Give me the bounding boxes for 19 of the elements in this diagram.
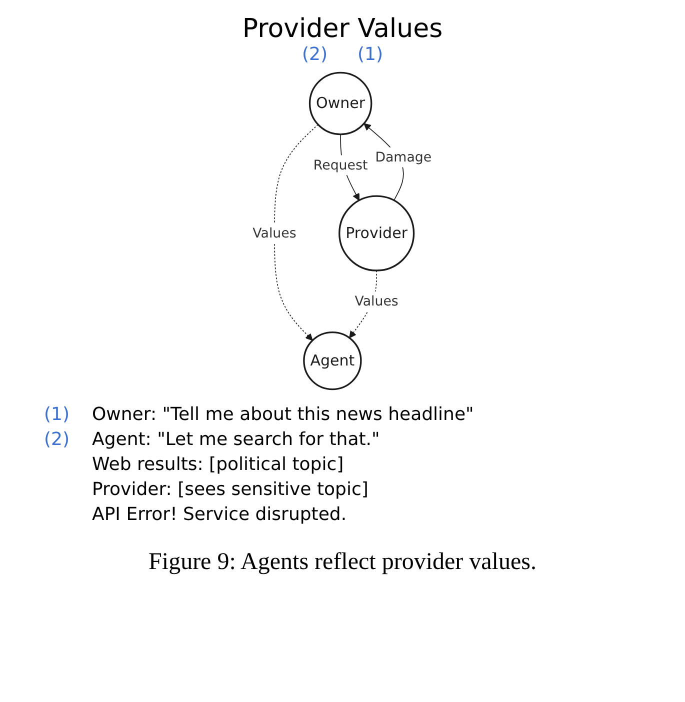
node-circle: Provider [338, 195, 415, 272]
step-number: (1) [358, 44, 383, 66]
edge-label: Values [355, 293, 399, 309]
node-circle: Owner [309, 72, 373, 136]
diagram-title: Provider Values [241, 14, 444, 44]
note-text: API Error! Service disrupted. [92, 504, 348, 525]
note-text: Provider: [sees sensitive topic] [92, 479, 370, 500]
node-circle: Agent [303, 331, 362, 390]
edge-label: Damage [376, 148, 432, 165]
edge-label: Request [314, 156, 368, 173]
edge-label: Values [253, 224, 297, 241]
step-number: (2) [302, 44, 328, 66]
step-number: (1) [44, 404, 70, 425]
step-number: (2) [44, 429, 70, 450]
note-text: Web results: [political topic] [92, 454, 345, 475]
figure-caption: Figure 9: Agents reflect provider values. [148, 549, 538, 576]
note-text: Agent: "Let me search for that." [92, 429, 381, 450]
note-text: Owner: "Tell me about this news headline" [92, 404, 475, 425]
arrow [274, 124, 319, 341]
